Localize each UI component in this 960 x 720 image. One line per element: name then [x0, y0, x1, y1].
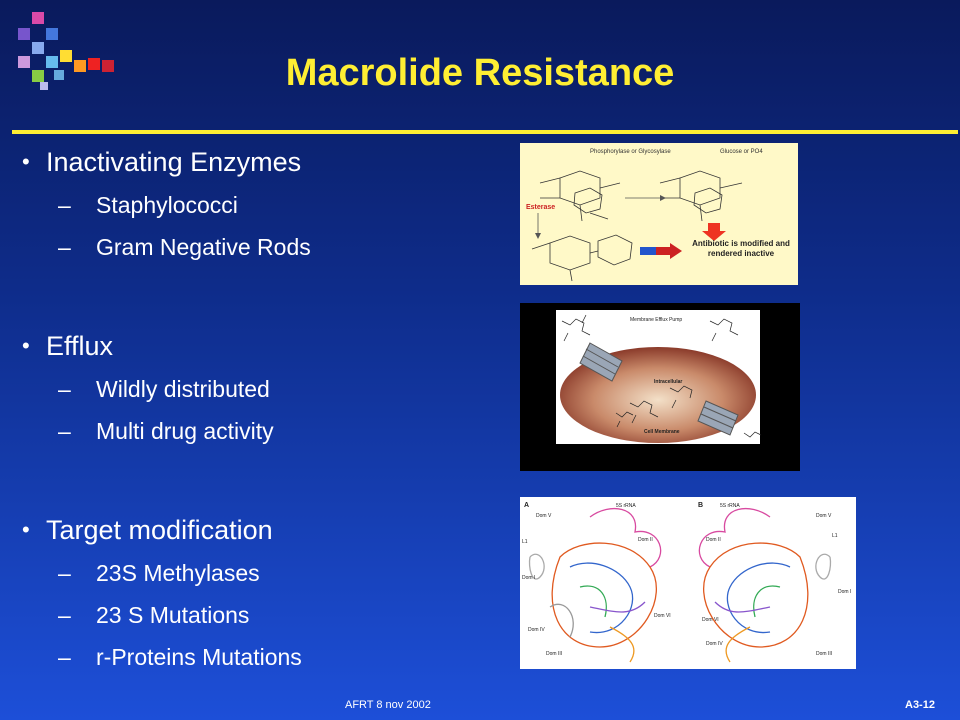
logo-squares-icon	[18, 12, 114, 90]
bullet-text: Inactivating Enzymes	[46, 147, 302, 177]
dash-icon: –	[58, 376, 71, 402]
domain-label: Dom VI	[702, 617, 719, 623]
domain-label: Dom V	[536, 513, 552, 519]
bullet-text: Efflux	[46, 331, 114, 361]
panel-b-label: B	[698, 502, 703, 509]
dash-icon: –	[58, 192, 71, 218]
efflux-figure: Membrane Efflux Pump Intracellular Cell …	[520, 303, 800, 471]
bullet-dot-icon: •	[22, 333, 30, 358]
enzyme-figure: Phosphorylase or Glycosylase Glucose or …	[520, 143, 798, 285]
dash-icon: –	[58, 560, 71, 586]
sub-bullet-item: –23 S Mutations	[18, 594, 508, 636]
bullet-text: Target modification	[46, 515, 273, 545]
rrna-a-label: 5S rRNA	[616, 503, 636, 509]
panel-a-label: A	[524, 502, 529, 509]
sub-bullet-item: –Multi drug activity	[18, 410, 508, 452]
domain-label: Dom I	[838, 589, 851, 595]
domain-label: L1	[522, 539, 528, 545]
bullet-item: • Inactivating Enzymes	[18, 140, 508, 184]
domain-label: Dom V	[816, 513, 832, 519]
sub-bullet-item: –Staphylococci	[18, 184, 508, 226]
sub-bullet-item: –Wildly distributed	[18, 368, 508, 410]
sub-bullet-text: Wildly distributed	[96, 376, 270, 402]
bullet-item: • Efflux	[18, 324, 508, 368]
domain-label: Dom II	[638, 537, 653, 543]
antibiotic-inactive-label: Antibiotic is modified and rendered inac…	[692, 239, 790, 258]
cell-membrane-label: Cell Membrane	[644, 429, 680, 435]
sub-bullet-text: Staphylococci	[96, 192, 238, 218]
phosphorylase-label: Phosphorylase or Glycosylase	[590, 149, 671, 155]
sub-bullet-text: Gram Negative Rods	[96, 234, 311, 260]
bullet-dot-icon: •	[22, 517, 30, 542]
sub-bullet-text: 23S Methylases	[96, 560, 260, 586]
ribosome-figure: A B 5S rRNA 5S rRNA Dom V Dom II L1 Dom …	[520, 497, 856, 669]
bullet-list: •Inactivating Enzymes –Staphylococci –Gr…	[18, 140, 508, 678]
domain-label: L1	[832, 533, 838, 539]
bullet-item: • Target modification	[18, 508, 508, 552]
bullet-dot-icon: •	[22, 149, 30, 174]
rrna-b-label: 5S rRNA	[720, 503, 740, 509]
footer-slide-number: A3-12	[905, 699, 935, 711]
domain-label: Dom III	[546, 651, 562, 657]
slide-title: Macrolide Resistance	[285, 52, 675, 94]
glucose-label: Glucose or PO4	[720, 149, 763, 155]
dash-icon: –	[58, 418, 71, 444]
sub-bullet-text: Multi drug activity	[96, 418, 274, 444]
domain-label: Dom III	[816, 651, 832, 657]
esterase-label: Esterase	[526, 204, 555, 211]
domain-label: Dom IV	[528, 627, 545, 633]
sub-bullet-text: 23 S Mutations	[96, 602, 250, 628]
domain-label: Dom I	[522, 575, 535, 581]
sub-bullet-item: –Gram Negative Rods	[18, 226, 508, 268]
sub-bullet-item: –r-Proteins Mutations	[18, 636, 508, 678]
sub-bullet-item: –23S Methylases	[18, 552, 508, 594]
domain-label: Dom II	[706, 537, 721, 543]
dash-icon: –	[58, 602, 71, 628]
dash-icon: –	[58, 234, 71, 260]
efflux-pump-label: Membrane Efflux Pump	[630, 317, 682, 323]
title-rule	[12, 130, 958, 134]
footer-date: AFRT 8 nov 2002	[345, 699, 431, 711]
domain-label: Dom IV	[706, 641, 723, 647]
dash-icon: –	[58, 644, 71, 670]
intracellular-label: Intracellular	[654, 379, 682, 385]
sub-bullet-text: r-Proteins Mutations	[96, 644, 302, 670]
domain-label: Dom VI	[654, 613, 671, 619]
